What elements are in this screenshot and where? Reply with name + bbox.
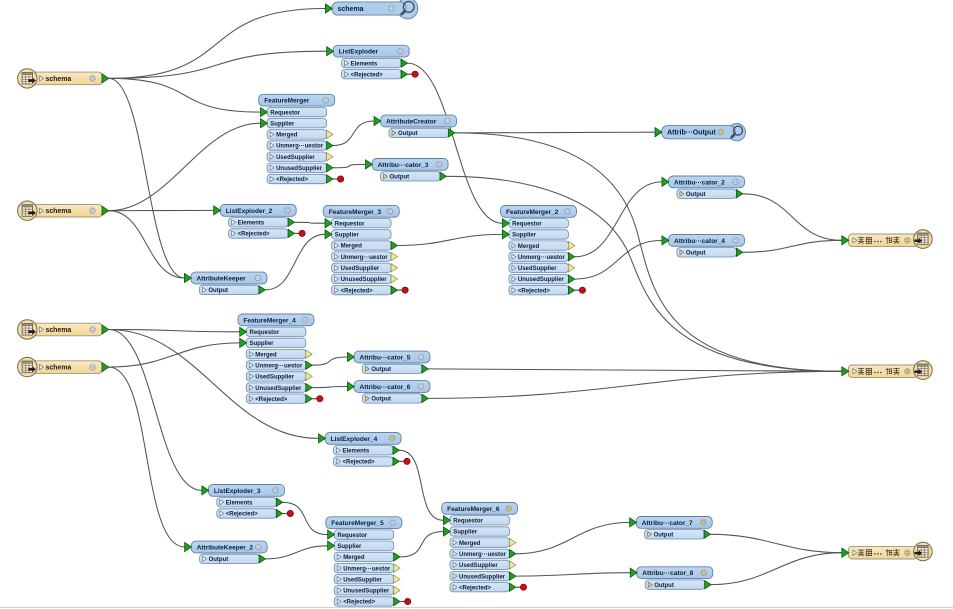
svg-text:Requestor: Requestor — [270, 110, 300, 116]
svg-text:Requestor: Requestor — [250, 330, 280, 336]
svg-text:Output: Output — [654, 583, 674, 589]
svg-text:Unmerg···uestor: Unmerg···uestor — [276, 144, 324, 150]
svg-text:UnusedSupplier: UnusedSupplier — [255, 386, 302, 392]
svg-text:Attribu···cator_5: Attribu···cator_5 — [360, 355, 411, 362]
svg-text:Unmerg···uestor: Unmerg···uestor — [343, 566, 391, 572]
svg-text:Unmerg···uestor: Unmerg···uestor — [255, 363, 303, 369]
svg-text:Attribu···cator_2: Attribu···cator_2 — [674, 179, 725, 186]
svg-text:Merged: Merged — [341, 244, 363, 250]
svg-text:Elements: Elements — [343, 449, 370, 455]
svg-text:<Rejected>: <Rejected> — [341, 288, 374, 294]
svg-text:UnusedSupplier: UnusedSupplier — [341, 277, 388, 283]
svg-text:Output: Output — [686, 192, 706, 198]
svg-text:Requestor: Requestor — [512, 222, 542, 228]
svg-text:Unmerg···uestor: Unmerg···uestor — [518, 255, 566, 261]
svg-text:schema: schema — [338, 6, 364, 13]
svg-text:Unmerg···uestor: Unmerg···uestor — [459, 552, 507, 558]
svg-text:FeatureMerger_2: FeatureMerger_2 — [506, 209, 559, 216]
svg-text:Attribu···cator_8: Attribu···cator_8 — [642, 570, 693, 577]
svg-text:AttributeKeeper_2: AttributeKeeper_2 — [197, 545, 254, 552]
svg-text:Requestor: Requestor — [335, 221, 365, 227]
svg-text:AttributeKeeper: AttributeKeeper — [197, 276, 247, 283]
svg-text:Elements: Elements — [226, 501, 253, 507]
svg-text:UnusedSupplier: UnusedSupplier — [518, 277, 565, 283]
svg-text:Merged: Merged — [255, 352, 277, 358]
svg-text:Requestor: Requestor — [453, 519, 483, 525]
svg-text:Supplier: Supplier — [337, 544, 362, 550]
svg-text:Attribu···cator_4: Attribu···cator_4 — [674, 238, 725, 245]
svg-text:Attribu···cator_6: Attribu···cator_6 — [360, 384, 411, 391]
svg-text:Requestor: Requestor — [337, 533, 367, 539]
svg-text:Unmerg···uestor: Unmerg···uestor — [341, 255, 389, 261]
svg-text:Merged: Merged — [459, 541, 481, 547]
svg-text:FeatureMerger_5: FeatureMerger_5 — [331, 520, 384, 527]
svg-text:Output: Output — [686, 251, 706, 257]
svg-text:schema: schema — [46, 208, 72, 215]
svg-text:<Rejected>: <Rejected> — [459, 585, 492, 591]
svg-text:<Rejected>: <Rejected> — [518, 288, 551, 294]
svg-text:<Rejected>: <Rejected> — [238, 232, 271, 238]
svg-text:Elements: Elements — [238, 221, 265, 227]
svg-text:schema: schema — [46, 365, 72, 372]
svg-text:UsedSupplier: UsedSupplier — [341, 266, 380, 272]
svg-text:FeatureMerger_6: FeatureMerger_6 — [447, 506, 500, 513]
svg-text:schema: schema — [46, 327, 72, 334]
svg-text:Attrib···Output: Attrib···Output — [667, 130, 716, 137]
svg-text:<Rejected>: <Rejected> — [343, 460, 376, 466]
svg-text:<Rejected>: <Rejected> — [226, 512, 259, 518]
svg-text:<Rejected>: <Rejected> — [343, 600, 376, 606]
svg-text:<Rejected>: <Rejected> — [351, 73, 384, 79]
svg-text:Output: Output — [390, 175, 410, 181]
svg-text:Output: Output — [371, 397, 391, 403]
svg-text:UsedSupplier: UsedSupplier — [518, 266, 557, 272]
svg-text:FeatureMerger: FeatureMerger — [264, 98, 310, 105]
svg-text:ListExploder_2: ListExploder_2 — [226, 208, 273, 215]
svg-text:FeatureMerger_4: FeatureMerger_4 — [243, 317, 296, 324]
svg-text:Output: Output — [371, 367, 391, 373]
svg-text:ListExploder: ListExploder — [339, 49, 379, 56]
svg-text:UsedSupplier: UsedSupplier — [343, 577, 382, 583]
svg-text:UsedSupplier: UsedSupplier — [276, 155, 315, 161]
svg-text:Output: Output — [209, 557, 229, 563]
svg-text:Elements: Elements — [351, 61, 378, 67]
svg-text:Merged: Merged — [518, 244, 540, 250]
svg-text:UnusedSupplier: UnusedSupplier — [276, 166, 323, 172]
svg-text:Attribu···cator_3: Attribu···cator_3 — [378, 162, 429, 169]
svg-text:Supplier: Supplier — [512, 233, 537, 239]
svg-text:ListExploder_4: ListExploder_4 — [331, 436, 378, 443]
svg-text:Supplier: Supplier — [453, 530, 478, 536]
svg-text:Supplier: Supplier — [335, 233, 360, 239]
svg-text:FeatureMerger_3: FeatureMerger_3 — [329, 209, 382, 216]
svg-text:UnusedSupplier: UnusedSupplier — [343, 589, 390, 595]
svg-text:UsedSupplier: UsedSupplier — [459, 563, 498, 569]
svg-text:<Rejected>: <Rejected> — [276, 177, 309, 183]
svg-text:Output: Output — [654, 533, 674, 539]
svg-text:UsedSupplier: UsedSupplier — [255, 375, 294, 381]
svg-text:Output: Output — [398, 131, 418, 137]
svg-text:<Rejected>: <Rejected> — [255, 397, 288, 403]
svg-text:Attribu···cator_7: Attribu···cator_7 — [642, 520, 693, 527]
svg-text:schema: schema — [46, 76, 72, 83]
svg-text:Output: Output — [208, 288, 228, 294]
svg-text:UnusedSupplier: UnusedSupplier — [459, 574, 506, 580]
svg-text:Supplier: Supplier — [250, 341, 275, 347]
svg-text:Supplier: Supplier — [270, 122, 295, 128]
svg-text:Merged: Merged — [276, 133, 298, 139]
svg-text:ListExploder_3: ListExploder_3 — [214, 488, 261, 495]
svg-text:Merged: Merged — [343, 555, 365, 561]
svg-text:AttributeCreator: AttributeCreator — [386, 119, 437, 126]
